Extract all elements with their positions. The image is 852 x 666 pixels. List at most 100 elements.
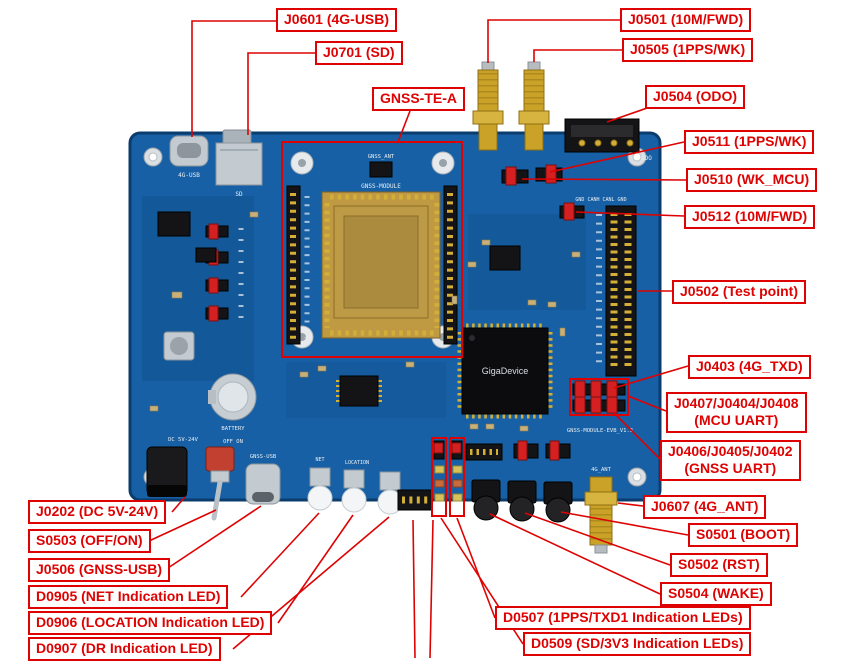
mounting-hole: [627, 467, 647, 487]
annotation-box-uart-jumpers: [569, 378, 629, 416]
leader-j0511: [549, 141, 685, 173]
leader-s0502: [524, 512, 671, 566]
power-inductor: [163, 331, 195, 361]
callout-line2: (GNSS UART): [684, 460, 777, 476]
module-pin-header-left: [286, 185, 301, 345]
jumper-j0511: [535, 164, 563, 184]
mcu-chip: GigaDevice: [457, 323, 553, 419]
callout-j0505: J0505 (1PPS/WK): [622, 38, 754, 62]
silk-mcu-brand: GigaDevice: [482, 366, 529, 376]
callout-s0504: S0504 (WAKE): [660, 582, 772, 606]
leader-j0512: [575, 211, 685, 217]
indication-led-group-1: [433, 440, 445, 502]
leader-mcu-uart: [627, 395, 667, 412]
sma-connector-j0501: [472, 61, 504, 151]
sd-card-slot: [215, 129, 263, 186]
callout-mcu-uart: J0407/J0404/J0408 (MCU UART): [666, 392, 807, 433]
silk-can-pins: GND CANH CANL GND: [575, 197, 626, 203]
indication-led-group-2: [451, 440, 463, 502]
leader-extra-1: [412, 519, 416, 659]
leader-extra-2: [429, 519, 434, 659]
callout-gnss-uart: J0406/J0405/J0402 (GNSS UART): [660, 440, 801, 481]
leader-d0905: [240, 512, 320, 598]
annotation-box-d0507-leds: [431, 437, 447, 517]
usb-c-connector-gnss: [245, 463, 281, 505]
silk-gnss-ant: GNSS_ANT: [368, 154, 395, 160]
gnss-module: [321, 191, 441, 339]
leader-j0504: [606, 106, 651, 123]
callout-j0403: J0403 (4G_TXD): [688, 355, 811, 379]
leader-d0906: [277, 514, 354, 624]
ic-chip: [489, 245, 521, 271]
callout-d0906: D0906 (LOCATION Indication LED): [28, 611, 273, 635]
callout-j0511: J0511 (1PPS/WK): [684, 130, 815, 154]
callout-j0501: J0501 (10M/FWD): [620, 8, 752, 32]
ic-chip: [195, 247, 217, 263]
silk-gnss-usb: GNSS-USB: [250, 454, 277, 460]
config-jumper: [205, 305, 229, 322]
silk-off-on: OFF ON: [223, 439, 243, 445]
leader-d0507: [456, 517, 496, 619]
ic-chip-u0410: [336, 375, 382, 407]
usb-c-connector-4g: [169, 135, 209, 167]
leader-j0701: [247, 52, 315, 135]
silk-location: LOCATION: [345, 460, 369, 466]
module-pin-header-right: [443, 185, 458, 345]
leader-j0506: [164, 505, 262, 571]
silk-sd: SD: [235, 191, 243, 198]
annotation-box-gnss-te-a: [281, 141, 463, 358]
callout-j0607: J0607 (4G_ANT): [643, 495, 767, 519]
annotation-box-d0509-leds: [449, 437, 465, 517]
callout-line2: (MCU UART): [694, 412, 779, 428]
config-jumper: [205, 277, 229, 294]
bottom-pin-header: [397, 489, 433, 511]
silk-4g-ant: 4G_ANT: [591, 467, 612, 473]
callout-j0701: J0701 (SD): [315, 41, 403, 65]
odo-connector: [564, 118, 640, 153]
leader-j0607: [617, 502, 644, 507]
pcb-shade: [468, 214, 586, 310]
smd-passive-components: [149, 211, 581, 432]
power-toggle-switch: [205, 446, 235, 521]
callout-j0601: J0601 (4G-USB): [276, 8, 398, 32]
jumper-header: [513, 440, 539, 461]
silk-odo: ODO: [641, 155, 652, 162]
callout-j0202: J0202 (DC 5V-24V): [28, 500, 167, 524]
leader-j0601: [191, 20, 276, 137]
jumper-j0510: [501, 166, 529, 186]
uart-jumper-cluster: [572, 380, 626, 414]
mounting-hole: [143, 147, 163, 167]
wake-button: [471, 479, 501, 521]
rst-button: [507, 480, 537, 522]
silk-gnss-module: GNSS-MODULE: [361, 183, 401, 190]
jumper-header: [545, 440, 571, 461]
callout-line1: J0406/J0405/J0402: [668, 443, 793, 459]
leader-j0403: [613, 365, 689, 389]
silk-4g-usb: 4G-USB: [178, 172, 200, 179]
callout-j0504: J0504 (ODO): [645, 85, 746, 109]
jumper-j0512: [559, 202, 585, 221]
mounting-hole: [627, 147, 647, 167]
silk-dc-range: DC 5V-24V: [168, 437, 198, 443]
callout-j0502: J0502 (Test point): [672, 280, 806, 304]
callout-d0907: D0907 (DR Indication LED): [28, 637, 221, 661]
uart-header: [465, 443, 503, 461]
leader-s0503: [148, 509, 217, 542]
leader-s0504: [489, 513, 661, 595]
boot-button: [543, 481, 573, 523]
leader-j0202: [171, 496, 186, 513]
ic-chip: [157, 211, 191, 237]
leader-s0501: [560, 511, 689, 536]
callout-gnss-te-a: GNSS-TE-A: [372, 87, 465, 111]
antenna-component: [369, 161, 393, 178]
callout-s0501: S0501 (BOOT): [688, 523, 799, 547]
net-indication-led: [307, 467, 333, 511]
silk-net: NET: [315, 457, 324, 463]
leader-j0510: [521, 178, 687, 181]
callout-j0512: J0512 (10M/FWD): [684, 205, 816, 229]
callout-j0510: J0510 (WK_MCU): [686, 168, 818, 192]
leader-j0505: [533, 49, 622, 62]
callout-s0502: S0502 (RST): [670, 553, 768, 577]
